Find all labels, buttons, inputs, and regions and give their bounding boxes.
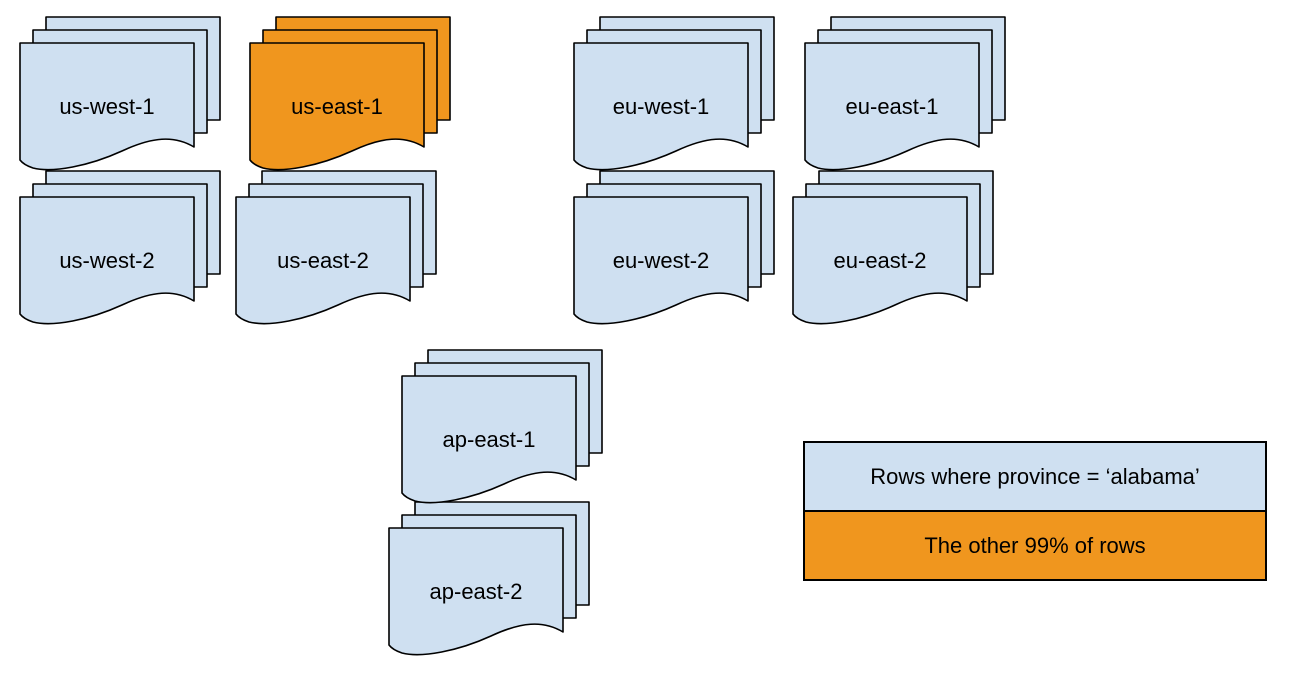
stack-label: ap-east-1 [443,427,536,452]
document-sheet-front [401,375,577,504]
document-sheet-front [804,42,980,171]
stack-us-west-1: us-west-1 [19,16,221,171]
legend-item-label: Rows where province = ‘alabama’ [870,463,1200,489]
document-sheet-front [19,196,195,325]
document-sheet-front [573,196,749,325]
document-sheet-front [792,196,968,325]
stack-label: eu-west-2 [613,248,710,273]
stack-label: us-west-2 [59,248,154,273]
legend-item-other-rows: The other 99% of rows [805,512,1265,579]
stack-us-east-2: us-east-2 [235,170,437,325]
stack-us-west-2: us-west-2 [19,170,221,325]
legend: Rows where province = ‘alabama’ The othe… [803,441,1267,581]
document-sheet-front [388,527,564,656]
stack-label: eu-east-2 [834,248,927,273]
stack-label: ap-east-2 [430,579,523,604]
stack-label: us-west-1 [59,94,154,119]
stack-label: us-east-1 [291,94,383,119]
stack-ap-east-2: ap-east-2 [388,501,590,656]
stack-eu-west-1: eu-west-1 [573,16,775,171]
stack-us-east-1: us-east-1 [249,16,451,171]
legend-item-province-rows: Rows where province = ‘alabama’ [805,443,1265,512]
stack-label: us-east-2 [277,248,369,273]
stack-label: eu-west-1 [613,94,710,119]
document-sheet-front [249,42,425,171]
document-sheet-front [19,42,195,171]
document-sheet-front [573,42,749,171]
document-sheet-front [235,196,411,325]
stack-label: eu-east-1 [846,94,939,119]
stack-eu-west-2: eu-west-2 [573,170,775,325]
stack-eu-east-2: eu-east-2 [792,170,994,325]
legend-item-label: The other 99% of rows [924,532,1146,558]
stack-ap-east-1: ap-east-1 [401,349,603,504]
stack-eu-east-1: eu-east-1 [804,16,1006,171]
